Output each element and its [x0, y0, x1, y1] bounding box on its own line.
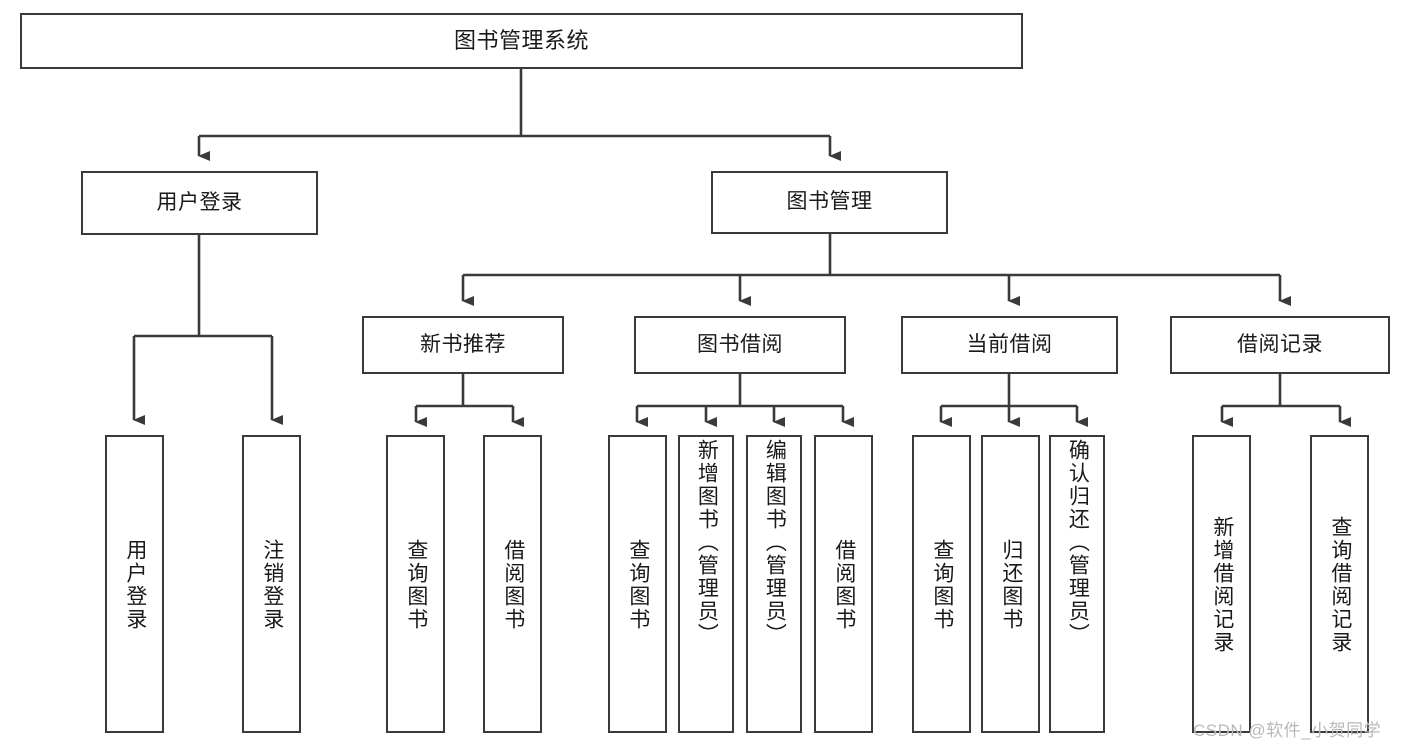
node-leaf-query-book-1-label: 查询图书	[404, 539, 428, 631]
node-leaf-query-book-3[interactable]: 查询图书	[912, 435, 971, 733]
node-leaf-edit-book-admin[interactable]: 编辑图书（管理员）	[746, 435, 802, 733]
node-leaf-query-book-3-label: 查询图书	[930, 539, 954, 631]
node-new-book-recommend[interactable]: 新书推荐	[362, 316, 564, 374]
node-leaf-borrow-book-1[interactable]: 借阅图书	[483, 435, 542, 733]
node-leaf-query-borrow-record[interactable]: 查询借阅记录	[1310, 435, 1369, 733]
node-book-manage-label: 图书管理	[786, 190, 873, 214]
node-leaf-user-login[interactable]: 用户登录	[105, 435, 164, 733]
node-leaf-edit-book-admin-label: 编辑图书（管理员）	[763, 439, 787, 646]
node-leaf-user-login-label: 用户登录	[123, 539, 147, 631]
node-leaf-return-book[interactable]: 归还图书	[981, 435, 1040, 733]
node-root-system-label: 图书管理系统	[453, 28, 589, 54]
node-leaf-return-book-label: 归还图书	[999, 539, 1023, 631]
node-book-borrow[interactable]: 图书借阅	[634, 316, 846, 374]
node-leaf-borrow-book-2-label: 借阅图书	[832, 539, 856, 631]
node-borrow-record-label: 借阅记录	[1237, 332, 1323, 356]
node-leaf-query-book-2[interactable]: 查询图书	[608, 435, 667, 733]
node-leaf-query-book-2-label: 查询图书	[626, 539, 650, 631]
node-leaf-confirm-return-admin[interactable]: 确认归还（管理员）	[1049, 435, 1105, 733]
node-leaf-logout-login[interactable]: 注销登录	[242, 435, 301, 733]
node-current-borrow-label: 当前借阅	[966, 332, 1053, 356]
node-leaf-add-book-admin[interactable]: 新增图书（管理员）	[678, 435, 734, 733]
node-leaf-borrow-book-2[interactable]: 借阅图书	[814, 435, 873, 733]
node-leaf-borrow-book-1-label: 借阅图书	[501, 539, 525, 631]
node-user-login-label: 用户登录	[156, 190, 243, 214]
node-book-manage[interactable]: 图书管理	[711, 171, 948, 234]
node-book-borrow-label: 图书借阅	[697, 332, 783, 356]
node-leaf-query-borrow-record-label: 查询借阅记录	[1328, 516, 1352, 654]
csdn-watermark: CSDN @软件_小贺同学	[1193, 721, 1382, 740]
node-user-login[interactable]: 用户登录	[81, 171, 318, 235]
node-leaf-query-book-1[interactable]: 查询图书	[386, 435, 445, 733]
node-leaf-add-borrow-record[interactable]: 新增借阅记录	[1192, 435, 1251, 733]
node-leaf-add-book-admin-label: 新增图书（管理员）	[695, 439, 719, 646]
node-current-borrow[interactable]: 当前借阅	[901, 316, 1118, 374]
node-leaf-add-borrow-record-label: 新增借阅记录	[1210, 516, 1234, 654]
node-root-system[interactable]: 图书管理系统	[20, 13, 1023, 69]
node-borrow-record[interactable]: 借阅记录	[1170, 316, 1390, 374]
node-leaf-confirm-return-admin-label: 确认归还（管理员）	[1066, 439, 1090, 646]
node-new-book-recommend-label: 新书推荐	[420, 332, 506, 356]
node-leaf-logout-login-label: 注销登录	[260, 539, 284, 631]
